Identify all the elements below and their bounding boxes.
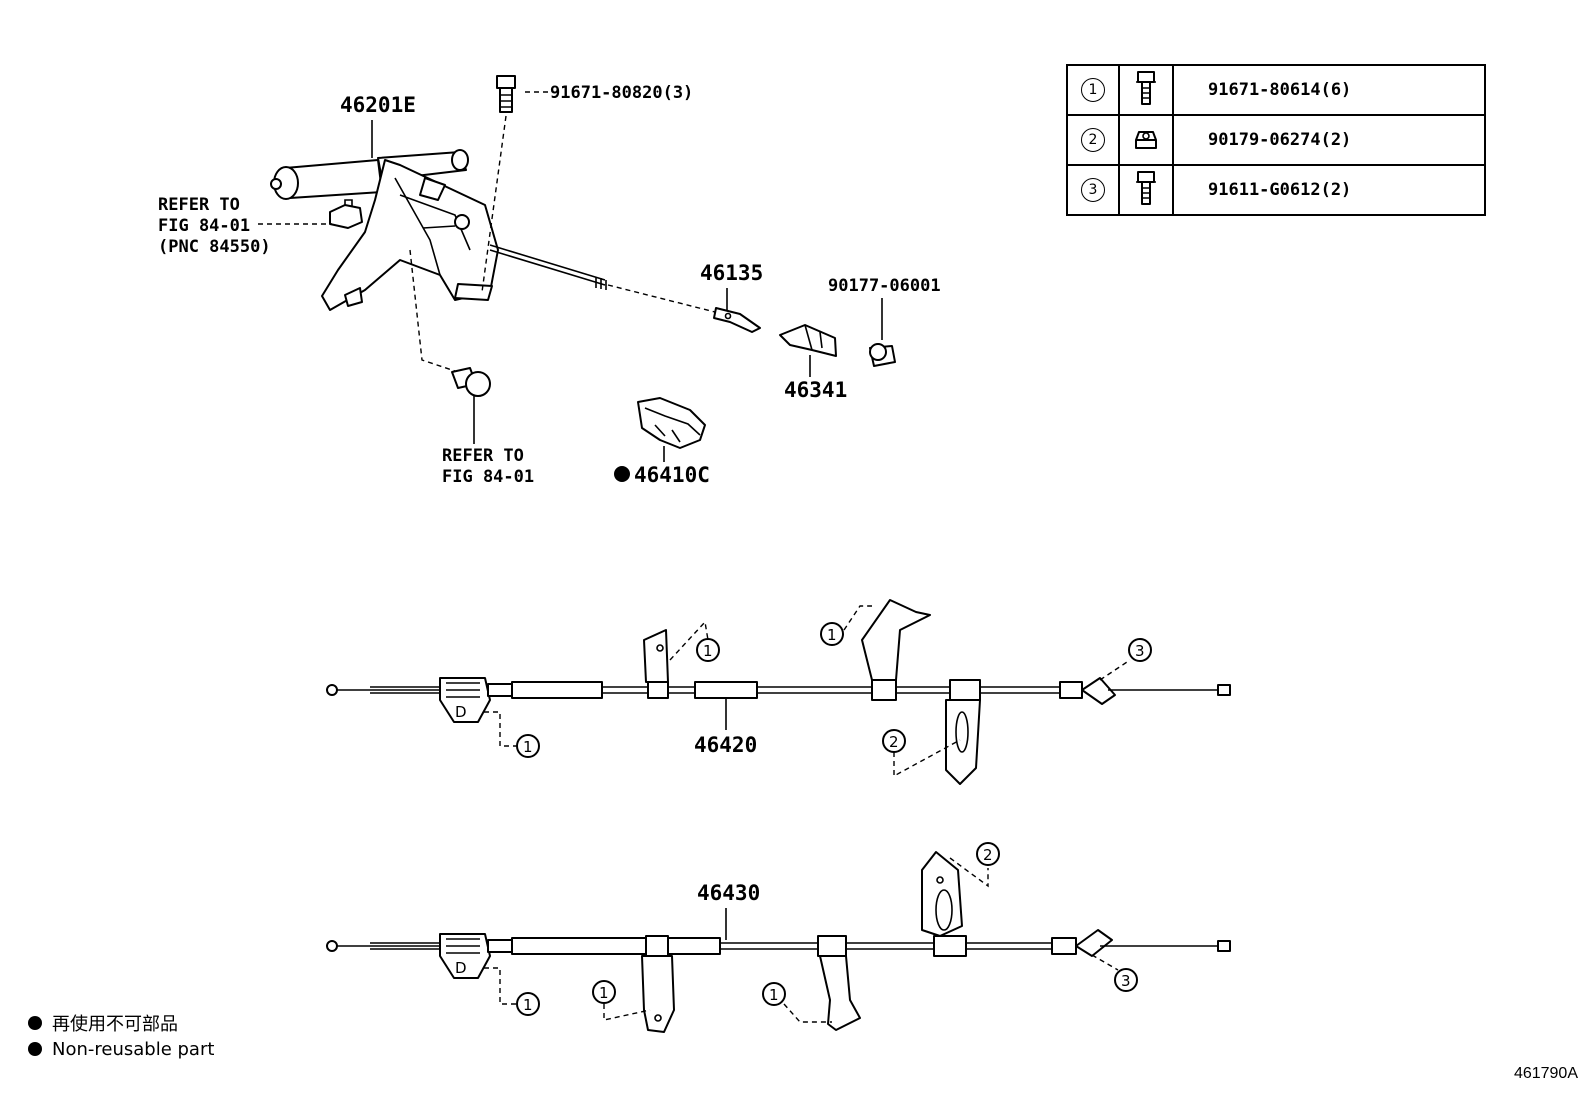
bolt-top (496, 75, 516, 113)
cable-guide-46410c (637, 397, 706, 449)
bolt-bottom (451, 367, 491, 397)
cable-46420: D (326, 599, 1231, 785)
label-46201e: 46201E (340, 93, 416, 117)
callout-number: 2 (1081, 128, 1105, 152)
label-bolt-91671-80820: 91671-80820(3) (550, 83, 693, 103)
drawing-code: 461790A (1513, 1065, 1578, 1082)
part-number: 90179-06274(2) (1172, 114, 1486, 166)
label-46341: 46341 (784, 378, 847, 402)
callout-number: 3 (1081, 178, 1105, 202)
legend-text-jp: 再使用不可部品 (52, 1014, 178, 1035)
switch-component (329, 199, 363, 229)
cable-46430: D (326, 851, 1231, 1033)
refer-to-line-3: (PNC 84550) (158, 237, 271, 257)
callout-3: 3 (1121, 972, 1131, 990)
callout-1: 1 (703, 642, 713, 660)
parking-brake-lever (270, 149, 607, 311)
label-46410c: 46410C (634, 463, 710, 487)
table-row: 2 90179-06274(2) (1066, 114, 1486, 166)
non-reusable-dot (28, 1016, 42, 1030)
parts-table: 1 91671-80614(6) 2 90179-06274(2) 3 9161… (1066, 64, 1486, 216)
legend-row-jp: 再使用不可部品 (28, 1010, 214, 1036)
bolt-icon (1136, 170, 1156, 205)
callout-1: 1 (523, 738, 533, 756)
callout-1: 1 (827, 626, 837, 644)
refer-to-line-2: FIG 84-01 (158, 216, 250, 236)
label-46135: 46135 (700, 261, 763, 285)
legend: 再使用不可部品 Non-reusable part (28, 1010, 214, 1062)
refer-to-bottom-line-2: FIG 84-01 (442, 467, 534, 487)
label-46430: 46430 (697, 881, 760, 905)
clip-46135 (713, 307, 761, 333)
non-reusable-dot (28, 1042, 42, 1056)
refer-to-bottom-line-1: REFER TO (442, 446, 524, 466)
callout-number: 1 (1081, 78, 1105, 102)
callout-2: 2 (889, 733, 899, 751)
non-reusable-dot (614, 466, 630, 482)
part-number: 91611-G0612(2) (1172, 164, 1486, 216)
bracket-46341 (779, 324, 837, 357)
refer-to-line-1: REFER TO (158, 195, 240, 215)
part-number: 91671-80614(6) (1172, 64, 1486, 116)
nut-icon (1135, 130, 1157, 149)
callout-3: 3 (1135, 642, 1145, 660)
bolt-icon (1136, 70, 1156, 105)
table-row: 1 91671-80614(6) (1066, 64, 1486, 116)
svg-text:D: D (455, 703, 467, 721)
callout-2: 2 (983, 846, 993, 864)
svg-text:D: D (455, 959, 467, 977)
callout-1: 1 (523, 996, 533, 1014)
callout-1: 1 (599, 984, 609, 1002)
label-90177-06001: 90177-06001 (828, 276, 941, 296)
bushing-90177 (869, 343, 896, 367)
callout-1: 1 (769, 986, 779, 1004)
table-row: 3 91611-G0612(2) (1066, 164, 1486, 216)
legend-row-en: Non-reusable part (28, 1036, 214, 1062)
legend-text-en: Non-reusable part (52, 1038, 215, 1060)
label-46420: 46420 (694, 733, 757, 757)
